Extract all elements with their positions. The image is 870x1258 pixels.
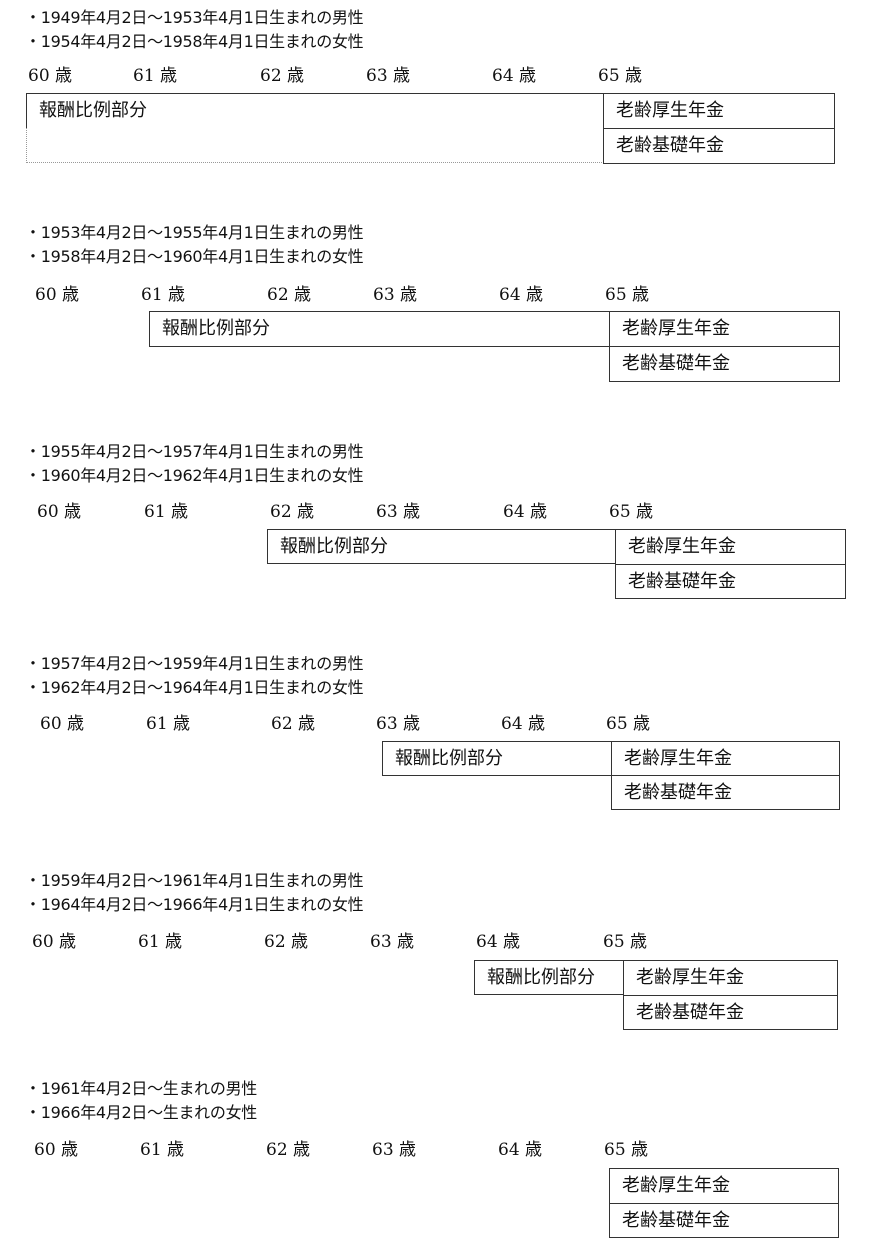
age-60: 60 歳 [35, 285, 80, 305]
age-65: 65 歳 [606, 714, 651, 734]
rorei-kosei-nenkin-box: 老齢厚生年金 [611, 741, 840, 776]
empty-row-box [26, 128, 604, 163]
age-63: 63 歳 [370, 932, 415, 952]
hoshu-hirei-bubun-box: 報酬比例部分 [267, 529, 616, 564]
pension-section-3: ・1955年4月2日〜1957年4月1日生まれの男性 ・1960年4月2日〜19… [0, 0, 870, 599]
hoshu-hirei-bubun-box: 報酬比例部分 [149, 311, 610, 347]
age-61: 61 歳 [141, 285, 186, 305]
age-64: 64 歳 [492, 66, 537, 86]
rorei-kosei-nenkin-box: 老齢厚生年金 [623, 960, 838, 996]
condition-male: ・1953年4月2日〜1955年4月1日生まれの男性 [25, 223, 364, 242]
age-64: 64 歳 [503, 502, 548, 522]
age-64: 64 歳 [499, 285, 544, 305]
age-65: 65 歳 [605, 285, 650, 305]
rorei-kiso-nenkin-box: 老齢基礎年金 [609, 346, 840, 382]
age-60: 60 歳 [28, 66, 73, 86]
age-63: 63 歳 [373, 285, 418, 305]
pension-section-5: ・1959年4月2日〜1961年4月1日生まれの男性 ・1964年4月2日〜19… [0, 0, 870, 1030]
age-62: 62 歳 [260, 66, 305, 86]
condition-female: ・1966年4月2日〜生まれの女性 [25, 1103, 257, 1122]
age-63: 63 歳 [372, 1140, 417, 1160]
age-60: 60 歳 [37, 502, 82, 522]
hoshu-hirei-bubun-box: 報酬比例部分 [382, 741, 612, 776]
condition-female: ・1960年4月2日〜1962年4月1日生まれの女性 [25, 466, 364, 485]
age-63: 63 歳 [376, 714, 421, 734]
rorei-kosei-nenkin-box: 老齢厚生年金 [609, 1168, 839, 1204]
age-61: 61 歳 [146, 714, 191, 734]
age-64: 64 歳 [498, 1140, 543, 1160]
age-62: 62 歳 [264, 932, 309, 952]
age-61: 61 歳 [138, 932, 183, 952]
age-61: 61 歳 [144, 502, 189, 522]
age-64: 64 歳 [476, 932, 521, 952]
hoshu-hirei-bubun-box: 報酬比例部分 [474, 960, 624, 995]
age-62: 62 歳 [271, 714, 316, 734]
condition-male: ・1961年4月2日〜生まれの男性 [25, 1079, 257, 1098]
age-63: 63 歳 [376, 502, 421, 522]
condition-male: ・1955年4月2日〜1957年4月1日生まれの男性 [25, 442, 364, 461]
rorei-kosei-nenkin-box: 老齢厚生年金 [609, 311, 840, 347]
age-62: 62 歳 [266, 1140, 311, 1160]
age-64: 64 歳 [501, 714, 546, 734]
age-65: 65 歳 [598, 66, 643, 86]
age-60: 60 歳 [32, 932, 77, 952]
age-60: 60 歳 [34, 1140, 79, 1160]
pension-section-2: ・1953年4月2日〜1955年4月1日生まれの男性 ・1958年4月2日〜19… [0, 0, 870, 382]
pension-section-4: ・1957年4月2日〜1959年4月1日生まれの男性 ・1962年4月2日〜19… [0, 0, 870, 810]
rorei-kosei-nenkin-box: 老齢厚生年金 [603, 93, 835, 129]
rorei-kiso-nenkin-box: 老齢基礎年金 [609, 1203, 839, 1238]
rorei-kosei-nenkin-box: 老齢厚生年金 [615, 529, 846, 565]
condition-male: ・1957年4月2日〜1959年4月1日生まれの男性 [25, 654, 364, 673]
condition-female: ・1962年4月2日〜1964年4月1日生まれの女性 [25, 678, 364, 697]
condition-male: ・1949年4月2日〜1953年4月1日生まれの男性 [25, 8, 364, 27]
hoshu-hirei-bubun-box: 報酬比例部分 [26, 93, 604, 129]
age-61: 61 歳 [133, 66, 178, 86]
condition-male: ・1959年4月2日〜1961年4月1日生まれの男性 [25, 871, 364, 890]
rorei-kiso-nenkin-box: 老齢基礎年金 [623, 995, 838, 1030]
age-65: 65 歳 [604, 1140, 649, 1160]
condition-female: ・1954年4月2日〜1958年4月1日生まれの女性 [25, 32, 364, 51]
rorei-kiso-nenkin-box: 老齢基礎年金 [611, 775, 840, 810]
age-61: 61 歳 [140, 1140, 185, 1160]
age-63: 63 歳 [366, 66, 411, 86]
condition-female: ・1964年4月2日〜1966年4月1日生まれの女性 [25, 895, 364, 914]
rorei-kiso-nenkin-box: 老齢基礎年金 [603, 128, 835, 164]
rorei-kiso-nenkin-box: 老齢基礎年金 [615, 564, 846, 599]
condition-female: ・1958年4月2日〜1960年4月1日生まれの女性 [25, 247, 364, 266]
age-65: 65 歳 [609, 502, 654, 522]
pension-section-1: ・1949年4月2日〜1953年4月1日生まれの男性 ・1954年4月2日〜19… [0, 0, 870, 200]
age-62: 62 歳 [267, 285, 312, 305]
age-60: 60 歳 [40, 714, 85, 734]
age-62: 62 歳 [270, 502, 315, 522]
age-65: 65 歳 [603, 932, 648, 952]
